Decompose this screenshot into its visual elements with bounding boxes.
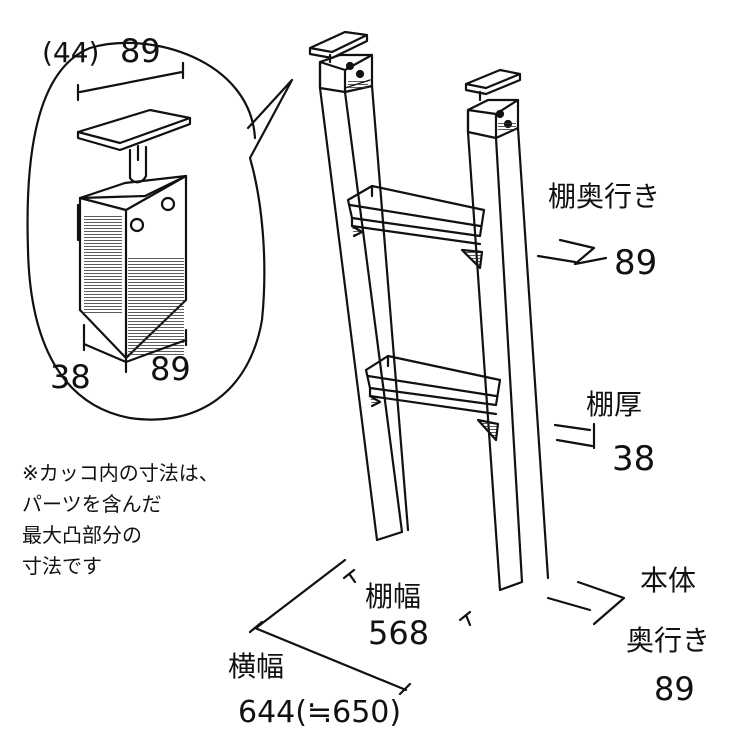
upper-bracket (460, 248, 484, 270)
bolt-hole-2 (160, 196, 176, 212)
dimension-marks (248, 238, 626, 696)
bottom-dimension-line (82, 323, 188, 374)
total-width-label: 横幅 (228, 650, 284, 683)
dimension-note: ※カッコ内の寸法は、 パーツを含んだ 最大凸部分の 寸法です (22, 458, 282, 582)
bubble-bottom-right-value: 89 (150, 350, 191, 388)
note-line-1: ※カッコ内の寸法は、 (22, 461, 219, 485)
shelf-thickness-label: 棚厚 (586, 388, 642, 421)
note-line-3: 最大凸部分の (22, 523, 142, 547)
total-width-dim (248, 558, 412, 696)
lower-bracket (476, 418, 500, 442)
cap-plate (76, 108, 192, 145)
body-depth-value: 89 (654, 670, 695, 708)
shelf-depth-dim (536, 238, 608, 266)
shelf-frame (308, 30, 550, 592)
body-depth-dim (546, 580, 626, 626)
body-depth-label-2: 奥行き (626, 624, 710, 657)
bubble-top-value: 89 (120, 32, 161, 70)
bubble-outline (26, 41, 294, 421)
shelf-depth-value: 89 (614, 243, 657, 283)
body-depth-label-1: 本体 (640, 564, 696, 597)
bubble-top-paren: (44) (42, 36, 99, 69)
bolt-hole-1 (129, 217, 145, 233)
post-block (78, 174, 188, 200)
detail-bubble (26, 41, 294, 421)
note-line-4: 寸法です (22, 554, 102, 578)
shelf-thickness-value: 38 (612, 439, 655, 479)
shelf-width-dim (342, 568, 472, 627)
shelf-width-value: 568 (368, 614, 429, 652)
shelf-thickness-dim (553, 422, 596, 450)
shelf-width-label: 棚幅 (365, 580, 421, 613)
shelf-depth-label: 棚奥行き (548, 180, 660, 213)
top-dimension-line (76, 61, 185, 102)
total-width-value: 644(≒650) (238, 695, 401, 730)
bubble-bottom-left-value: 38 (50, 358, 91, 396)
note-line-2: パーツを含んだ (22, 492, 162, 516)
